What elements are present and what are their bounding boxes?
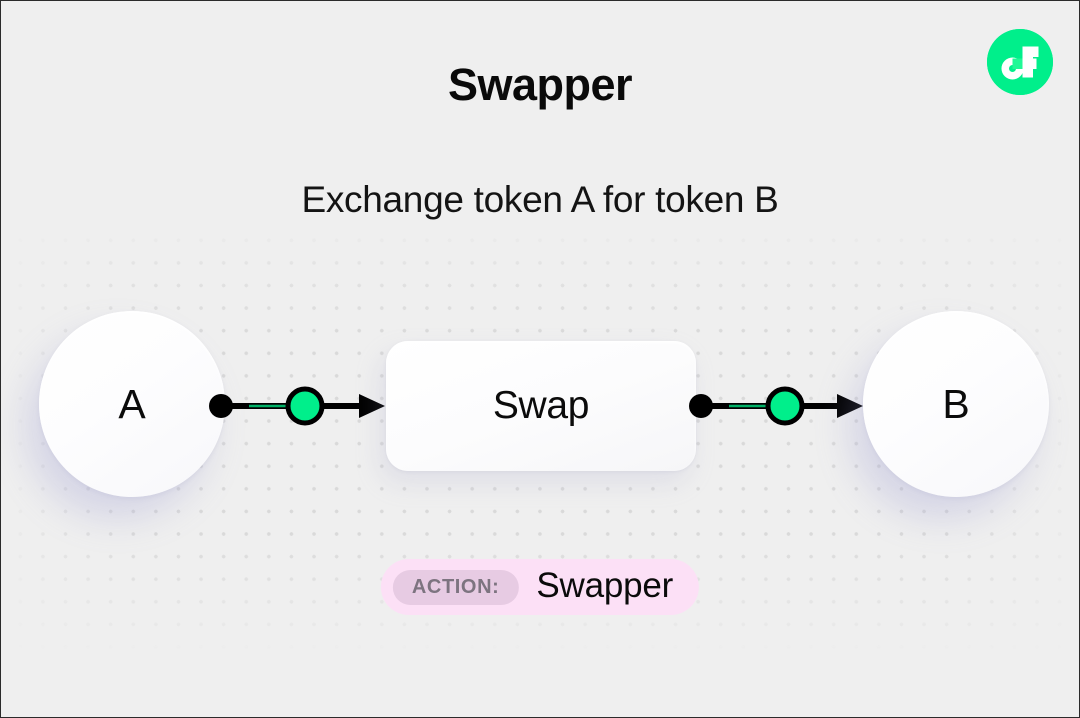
token-node-a-label: A [118,380,146,427]
flow-logo-icon [987,29,1053,95]
flow-logo-glyph [987,29,1053,95]
page-title: Swapper [447,59,633,110]
action-badge-value: Swapper [536,566,674,605]
token-node-b[interactable]: B [863,311,1049,497]
connector-a-to-swap-arrow-icon [209,386,385,426]
swap-node[interactable]: Swap [386,341,696,471]
token-node-a[interactable]: A [39,311,225,497]
page-subtitle: Exchange token A for token B [301,179,779,220]
action-badge-key: ACTION: [392,569,519,605]
token-node-b-label: B [942,380,970,427]
swap-node-label: Swap [492,384,590,427]
connector-swap-to-b-arrow-icon [689,386,863,426]
flow-diagram: A Swap B [1,311,1079,501]
connector-a-to-swap [207,385,387,427]
action-badge: ACTION: Swapper [380,559,700,615]
connector-swap-to-b [689,385,865,427]
